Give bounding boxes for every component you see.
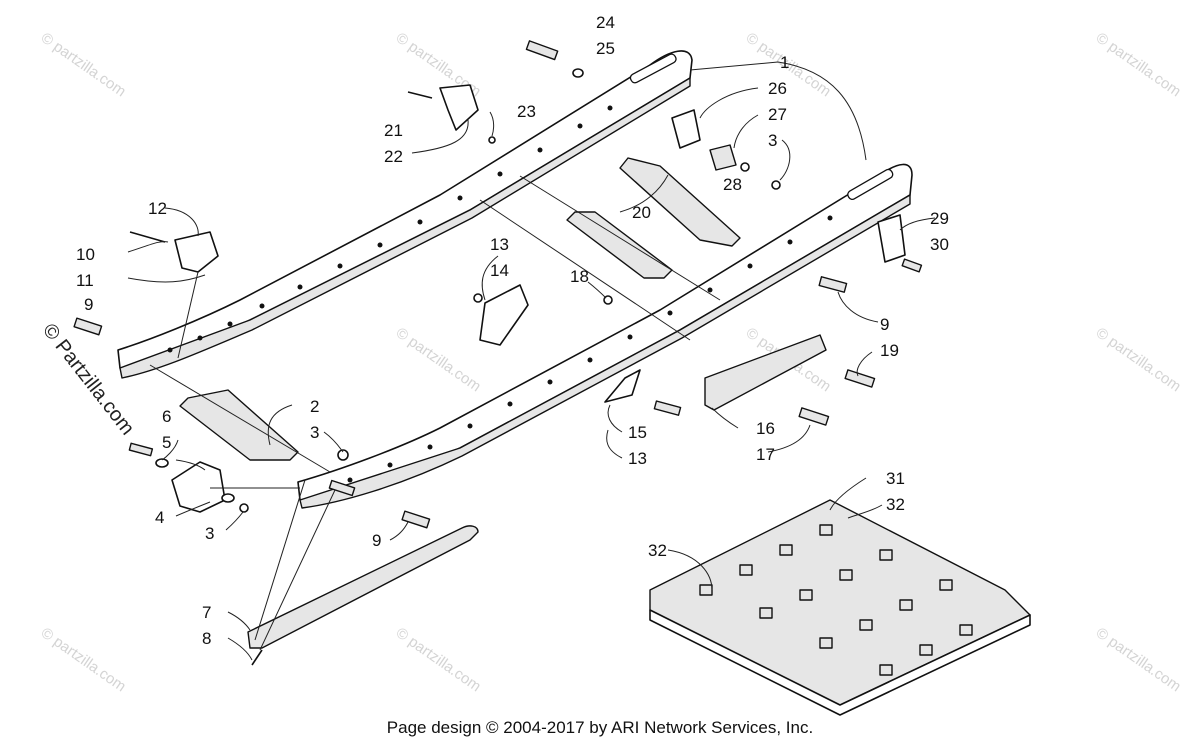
callout-label: 22 [384,147,403,166]
callout-label: 9 [880,315,889,334]
callout-label: 25 [596,39,615,58]
callout-label: 12 [148,199,167,218]
callout-label: 21 [384,121,403,140]
watermark: © partzilla.com [1093,624,1184,695]
callout-label: 30 [930,235,949,254]
callout-labels: 24 25 1 26 27 3 28 23 21 22 12 10 11 9 2… [76,13,949,648]
callout-label: 3 [205,524,214,543]
callout-label: 27 [768,105,787,124]
watermark: © partzilla.com [1093,324,1184,395]
callout-label: 10 [76,245,95,264]
leader-lines [127,61,936,661]
watermark: © partzilla.com [393,624,484,695]
rail-lower [297,163,913,509]
callout-label: 20 [632,203,651,222]
cross-shafts [149,157,741,473]
callout-label: 8 [202,629,211,648]
copyright-footer: Page design © 2004-2017 by ARI Network S… [386,718,814,737]
watermark: © partzilla.com [38,29,129,100]
rail-upper [117,50,693,379]
callout-label: 1 [780,53,789,72]
callout-label: 29 [930,209,949,228]
callout-label: 15 [628,423,647,442]
callout-label: 17 [756,445,775,464]
callout-label: 26 [768,79,787,98]
callout-label: 9 [372,531,381,550]
hardware [73,40,923,529]
callout-label: 2 [310,397,319,416]
callout-label: 13 [628,449,647,468]
callout-label: 32 [648,541,667,560]
watermark: © partzilla.com [1093,29,1184,100]
callout-label: 3 [768,131,777,150]
callout-label: 31 [886,469,905,488]
rail-lower-holes [347,215,833,483]
callout-label: 11 [76,271,94,290]
watermark: © partzilla.com [38,624,129,695]
callout-label: 5 [162,433,171,452]
callout-label: 28 [723,175,742,194]
slide-hyfax [247,525,479,666]
track-lugs [699,524,973,676]
callout-label: 3 [310,423,319,442]
callout-label: 14 [490,261,509,280]
callout-label: 6 [162,407,171,426]
rail-upper-holes [167,105,613,353]
callout-label: 16 [756,419,775,438]
callout-label: 7 [202,603,211,622]
track [649,499,1031,716]
callout-label: 23 [517,102,536,121]
callout-label: 19 [880,341,899,360]
callout-label: 32 [886,495,905,514]
callout-label: 13 [490,235,509,254]
callout-label: 9 [84,295,93,314]
site-watermark: © Partzilla.com [38,320,138,440]
callout-label: 18 [570,267,589,286]
watermark: © partzilla.com [393,324,484,395]
callout-label: 24 [596,13,615,32]
callout-label: 4 [155,508,164,527]
